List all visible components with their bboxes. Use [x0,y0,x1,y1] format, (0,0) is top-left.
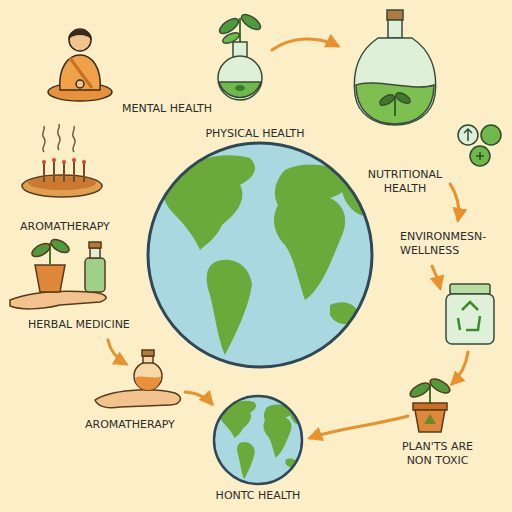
monk-icon [48,29,112,101]
oil-hand-icon [95,350,180,408]
flask-icon-part [219,82,261,97]
incense-icon-part-part [83,162,85,182]
flask-icon-part [239,12,263,33]
label-text: MENTAL HEALTH [122,102,232,116]
recycle-jar-icon [446,284,494,344]
monk-icon-part [69,31,91,39]
incense-icon [22,124,102,197]
incense-icon-part-part [63,162,65,182]
incense-icon-part-part [72,158,76,162]
bottle-icon-part [378,93,396,108]
bottle-icon-part [394,91,412,106]
flask-icon-part [239,18,241,42]
label-text: ENVIRONMESN- WELLNESS [400,230,508,259]
flask-icon-part [235,85,245,91]
monk-icon-part [70,58,92,88]
plant-pot-icon-part [415,410,445,432]
plant-pot-icon [408,376,452,432]
label-text: HERBAL MEDICINE [28,318,158,332]
incense-icon-part-part [73,160,75,182]
flow-arrow-part [452,352,468,384]
eco-circles-icon-part [476,152,484,160]
incense-icon-part-part [58,124,61,150]
bottle-icon-part [388,20,402,38]
plant-pot-icon-part [408,380,432,400]
monk-icon-part [60,55,101,90]
herbal-hand-icon-part [10,291,106,309]
incense-icon-part-part [43,162,45,182]
incense-icon-part [42,158,86,164]
flow-arrow-part [108,340,126,364]
oil-hand-icon-part [142,350,154,356]
oil-hand-icon-part [135,376,161,390]
small-globe-part [215,393,305,479]
label-text: HONTC HEALTH [188,489,328,503]
plant-pot-icon-part [413,403,447,410]
label-text: NUTRITIONAL HEALTH [355,168,455,197]
label-text: PLAN'TS ARE NON TOXIC [390,440,485,469]
incense-icon-part-part [43,126,46,152]
oil-hand-icon-part [95,390,180,408]
incense-icon-part-part [73,126,76,152]
recycle-jar-icon-part [450,284,490,294]
incense-icon-part [28,176,96,190]
eco-circles-icon-part [458,125,478,145]
herbal-hand-icon-part [85,258,105,292]
eco-circles-icon-part [470,146,490,166]
herbal-hand-icon-part [89,242,101,248]
monk-icon-part [69,29,91,51]
herbal-hand-icon-part [35,265,65,292]
flow-arrow-part [185,392,212,404]
globe-part [150,135,378,355]
plant-pot-icon-part [428,376,452,396]
small-globe-part [214,396,302,484]
incense-icon-part [22,175,102,197]
bottle-icon-part [354,38,435,125]
incense-icon-part [44,160,84,182]
flow-arrow-part [272,39,338,50]
flask-icon [217,12,263,100]
incense-icon-part-part [62,160,66,164]
flask-icon-part [218,56,262,100]
flow-arrow-part [432,266,440,288]
herbal-hand-icon-part [90,248,100,258]
recycle-jar-icon-part-part [462,302,478,310]
small-globe-part-part [215,393,305,479]
bottle-icon [354,10,435,125]
herbal-hand-icon-part [49,237,71,256]
label-text: AROMATHERAPY [20,220,130,234]
globe-part-part [150,135,378,355]
oil-hand-icon-part [134,362,162,390]
recycle-jar-icon-part [446,294,494,344]
globe-part [148,143,372,367]
label-text: AROMATHERAPY [85,418,195,432]
eco-circles-icon-part [481,125,501,145]
herbal-hand-icon-part [30,241,52,260]
globe [148,135,378,367]
globe-part [148,143,372,367]
recycle-jar-icon-part-part [458,318,460,330]
small-globe [214,393,304,484]
flow-arrow-part [450,184,459,220]
incense-icon-part-part [42,160,46,164]
incense-icon-part-part [82,160,86,164]
herbal-hand-icon [10,237,106,309]
small-globe-part [214,396,302,484]
bottle-icon-part [387,10,403,20]
bottle-icon-part [356,83,434,124]
eco-circles-icon [458,125,501,166]
incense-icon-part [43,124,76,152]
incense-icon-part-part [52,158,56,162]
monk-icon-part [76,80,84,88]
flow-arrow-part [310,416,408,438]
recycle-jar-icon-part-part [466,316,480,330]
label-text: PHYSICAL HEALTH [190,127,320,141]
plant-pot-icon-part [424,414,436,424]
oil-hand-icon-part [143,356,153,363]
eco-circles-icon-part [464,129,472,141]
recycle-jar-icon-part [458,302,480,330]
incense-icon-part-part [53,160,55,182]
